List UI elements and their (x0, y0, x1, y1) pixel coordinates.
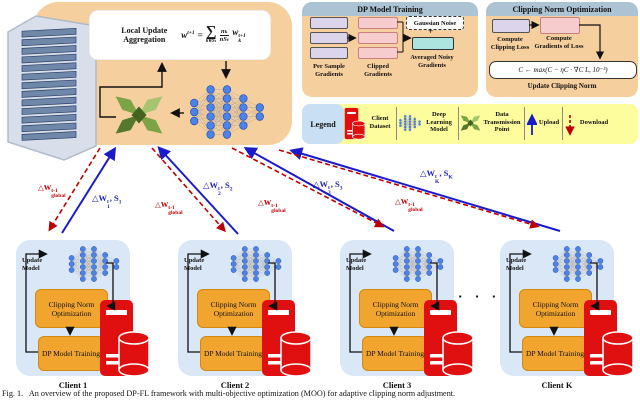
client-dataset-icon (423, 299, 474, 377)
update-clipping-norm-label: Update Clipping Norm (527, 82, 597, 90)
upload-arrow-icon (527, 113, 537, 135)
legend-separator (458, 107, 459, 140)
client-dataset-icon (99, 299, 150, 377)
per-sample-gradients-label: Per Sample Gradients (313, 63, 345, 78)
per-sample-gradient-box-2 (310, 32, 348, 44)
client-model-icon (230, 246, 282, 282)
download-arrow-icon (565, 115, 575, 136)
client-model-icon (68, 246, 120, 282)
deep-learning-model-icon (399, 114, 421, 132)
legend-upload-label: Upload (538, 119, 560, 126)
plus-sign: + (428, 26, 434, 36)
client-model-icon (392, 246, 444, 282)
ellipsis-clients: ▪ ▪ ▪ (458, 292, 502, 301)
dp-model-training-box: DP Model Training (522, 336, 588, 371)
per-sample-gradient-box-1 (310, 17, 348, 29)
legend-separator (396, 107, 397, 140)
update-clipping-norm-formula: C ← max(C − ηC · ∇C L, 10⁻³) (489, 61, 637, 79)
dp-model-training-box: DP Model Training (200, 336, 266, 371)
clipping-norm-optimization-box: Clipping Norm Optimization (519, 289, 592, 328)
legend-deep-learning-model-label: Deep Learning Model (426, 111, 452, 133)
compute-gradients-label: Compute Gradients of Loss (534, 35, 584, 50)
client-dataset-icon (261, 299, 312, 377)
legend-client-dataset-label: Client Dataset (369, 115, 391, 130)
figure-caption: Fig. 1. An overview of the proposed DP-F… (2, 389, 456, 398)
client-name: Client 2 (220, 380, 250, 390)
clipping-norm-optimization-box: Clipping Norm Optimization (35, 289, 108, 328)
clipped-gradient-box-3 (358, 47, 398, 59)
dp-model-training-box: DP Model Training (362, 336, 428, 371)
client-name: Client 3 (382, 380, 412, 390)
gaussian-noise-box: Gaussian Noise (406, 16, 464, 30)
clipped-gradient-box-1 (358, 17, 398, 29)
clipping-norm-optimization-title: Clipping Norm Optimization (486, 2, 638, 16)
client-name: Client 1 (58, 380, 88, 390)
clipped-gradient-box-2 (358, 32, 398, 44)
legend-bar (316, 104, 638, 144)
compute-clipping-loss-label: Compute Clipping Loss (490, 36, 530, 51)
client-name: Client K (541, 380, 573, 390)
dp-model-training-box: DP Model Training (38, 336, 104, 371)
compute-clipping-loss-box (492, 19, 530, 33)
client-dataset-icon (583, 299, 634, 377)
per-sample-gradient-box-3 (310, 47, 348, 59)
legend-separator (524, 107, 525, 140)
clipped-gradients-label: Clipped Gradients (364, 63, 392, 78)
data-transmission-point-legend-icon (460, 115, 481, 131)
dp-model-training-title: DP Model Training (302, 2, 478, 16)
legend-title: Legend (302, 104, 344, 144)
server-rack-icon (7, 15, 97, 161)
averaged-noisy-gradient-box (412, 37, 454, 50)
client-dataset-icon (344, 107, 366, 140)
client-model-icon (552, 246, 604, 282)
aggregation-title: Local Update Aggregation (121, 26, 168, 44)
legend-data-transmission-label: Data Transmission Point (483, 111, 521, 133)
local-update-aggregation-box: Local Update Aggregation wt+1 = ∑k∈Sₜ nₖ… (90, 11, 270, 59)
legend-separator (562, 107, 563, 140)
compute-gradients-box (540, 17, 580, 34)
clipping-norm-optimization-box: Clipping Norm Optimization (359, 289, 432, 328)
data-transmission-point-icon (115, 96, 163, 134)
averaged-noisy-gradients-label: Averaged Noisy Gradients (410, 54, 454, 69)
clipping-norm-optimization-box: Clipping Norm Optimization (197, 289, 270, 328)
global-model-icon (190, 85, 264, 139)
legend-download-label: Download (579, 119, 609, 126)
clipping-norm-optimization-panel: Clipping Norm Optimization (486, 2, 638, 97)
